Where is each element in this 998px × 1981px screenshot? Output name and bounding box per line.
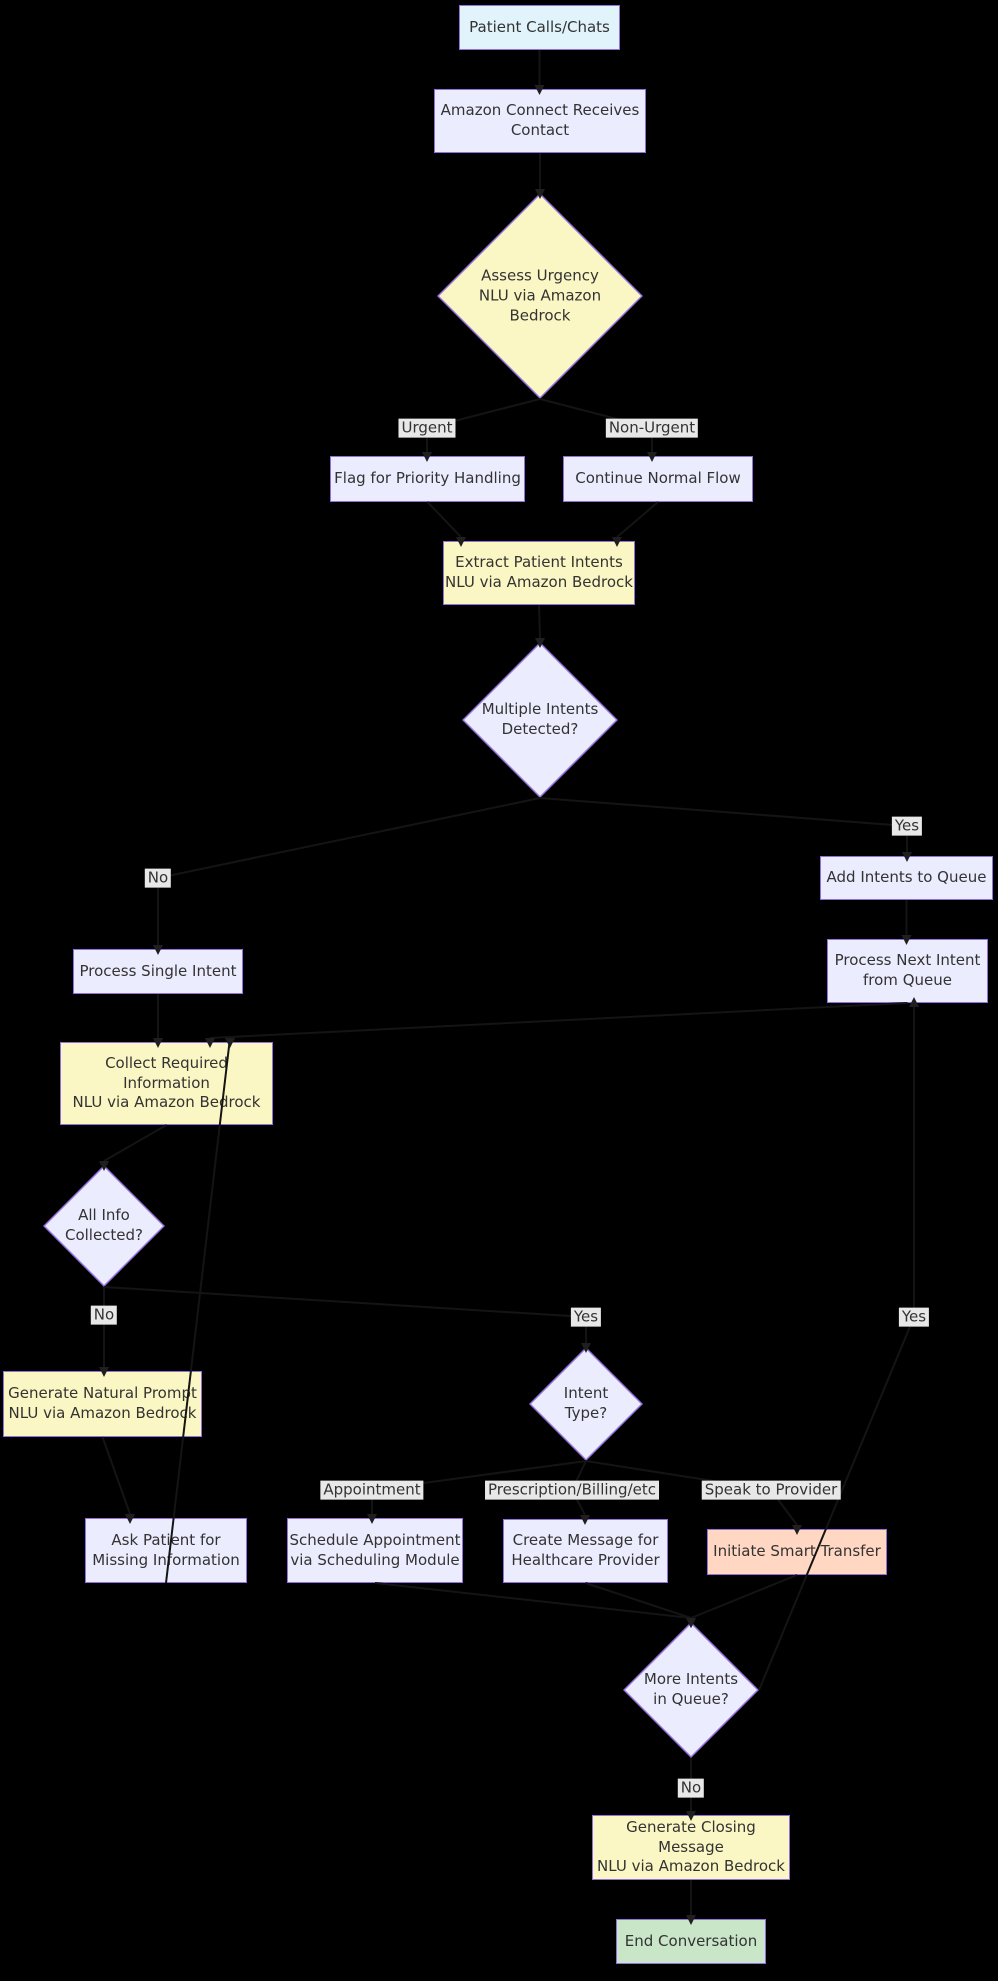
continue-normal-node-label: Continue Normal Flow <box>575 469 741 488</box>
more-intents-node-shape <box>623 1622 759 1758</box>
edge-process-next-node-to-collect-info-node <box>209 1002 908 1039</box>
edge-multiple-intents-node-to-add-intents-node <box>539 797 908 852</box>
edge-label-appointment: Appointment <box>320 1480 424 1500</box>
initiate-transfer-node-label: Initiate Smart Transfer <box>713 1542 881 1561</box>
edge-multiple-intents-node-to-process-single-node <box>157 797 541 945</box>
edge-label-urgent: Urgent <box>398 418 456 438</box>
add-intents-node: Add Intents to Queue <box>820 856 993 900</box>
flag-priority-node-label: Flag for Priority Handling <box>334 469 521 488</box>
edge-more-intents-node-to-process-next-node <box>758 1007 915 1691</box>
edge-flag-priority-node-to-extract-intents-node <box>426 501 462 538</box>
add-intents-node-label: Add Intents to Queue <box>826 868 987 887</box>
flag-priority-node: Flag for Priority Handling <box>330 456 525 502</box>
assess-urgency-node-shape <box>437 193 643 399</box>
edge-label-no: No <box>144 868 172 888</box>
end-conversation-node: End Conversation <box>616 1919 766 1964</box>
all-info-node-shape <box>43 1165 165 1287</box>
process-single-node-label: Process Single Intent <box>79 961 237 980</box>
edge-label-yes: Yes <box>898 1307 930 1327</box>
edge-generate-prompt-node-to-ask-patient-node <box>101 1436 131 1515</box>
edge-label-non-urgent: Non-Urgent <box>605 418 699 438</box>
edge-continue-normal-node-to-extract-intents-node <box>616 501 659 538</box>
edge-create-message-node-to-more-intents-node <box>585 1582 692 1619</box>
edge-initiate-transfer-node-to-more-intents-node <box>690 1574 798 1619</box>
edge-label-speak-to-provider: Speak to Provider <box>701 1480 841 1500</box>
edge-schedule-appt-node-to-more-intents-node <box>374 1582 692 1619</box>
intent-type-node-shape <box>529 1347 643 1461</box>
edge-label-no: No <box>90 1305 118 1325</box>
edge-label-yes: Yes <box>891 816 923 836</box>
edge-extract-intents-node-to-multiple-intents-node <box>538 604 541 639</box>
intent-type-node-label: Intent Type? <box>563 1384 609 1422</box>
intent-type-node: Intent Type? <box>529 1347 643 1461</box>
edge-label-prescription-billing-etc: Prescription/Billing/etc <box>485 1480 659 1500</box>
continue-normal-node: Continue Normal Flow <box>563 456 753 502</box>
edge-all-info-node-to-intent-type-node <box>103 1286 587 1343</box>
initiate-transfer-node: Initiate Smart Transfer <box>707 1529 887 1575</box>
patient-calls-node-label: Patient Calls/Chats <box>469 17 610 36</box>
edge-label-yes: Yes <box>570 1307 602 1327</box>
patient-calls-node: Patient Calls/Chats <box>459 5 620 50</box>
multiple-intents-node-shape <box>462 642 618 798</box>
process-single-node: Process Single Intent <box>73 949 243 994</box>
end-conversation-node-label: End Conversation <box>624 1931 758 1950</box>
edge-collect-info-node-to-all-info-node <box>103 1124 167 1162</box>
edge-label-no: No <box>677 1778 705 1798</box>
